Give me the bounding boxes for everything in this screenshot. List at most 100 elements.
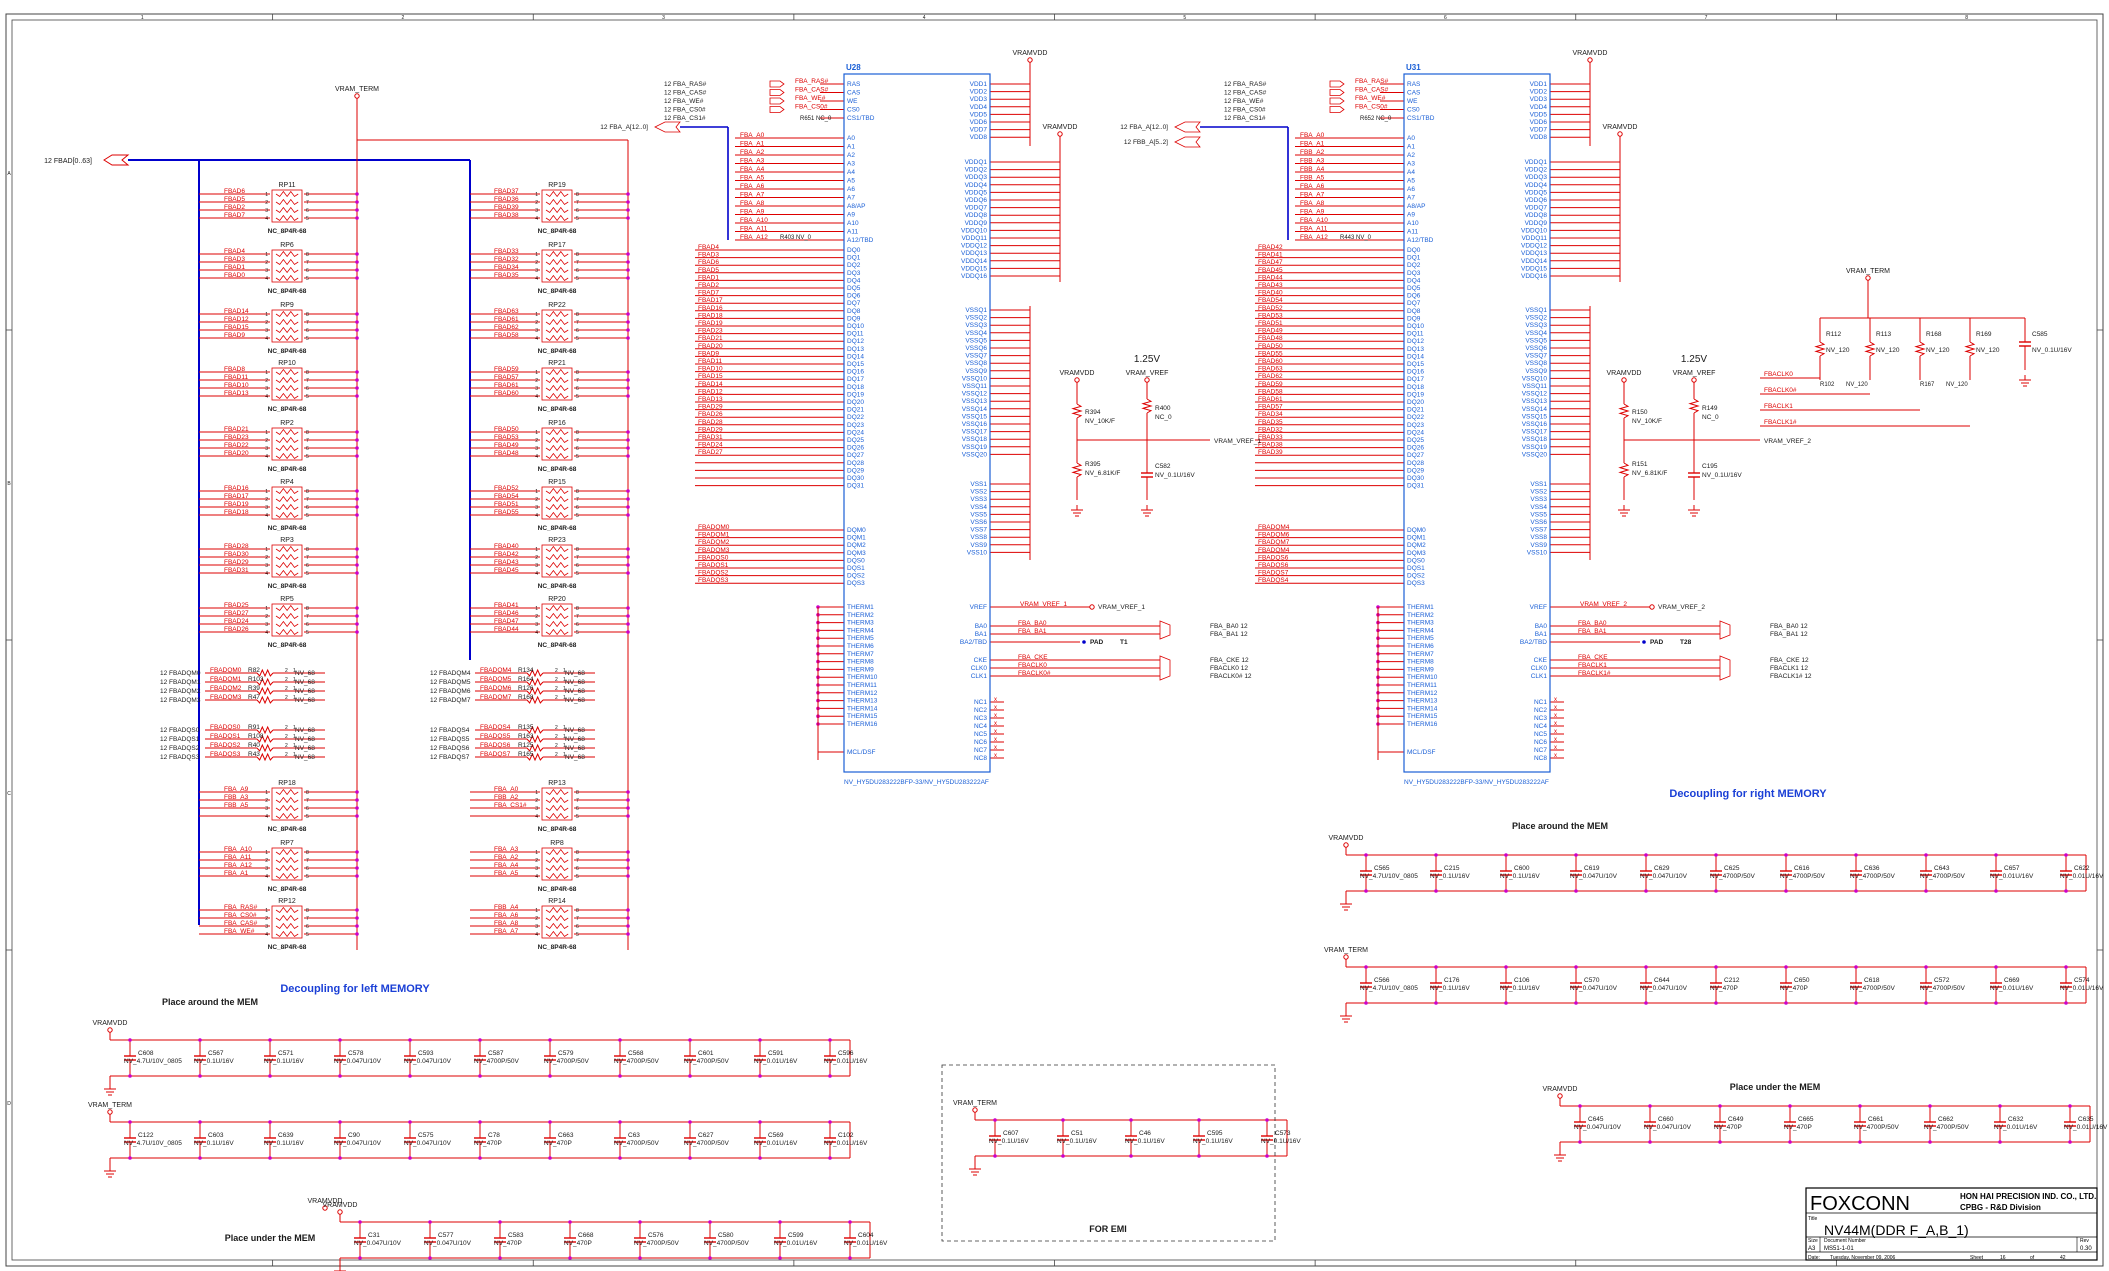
capacitor-ref: C661	[1868, 1116, 1884, 1123]
power-port-label: VRAMVDD	[1542, 1086, 1577, 1093]
chip-pin-label: NC2	[1534, 707, 1547, 714]
chip-pin-label: VDDQ2	[1525, 167, 1548, 174]
capacitor-value: NV_4700P/50V	[614, 1140, 659, 1147]
rpack-pin-number: 7	[576, 798, 579, 804]
rpack-resistor	[275, 428, 299, 436]
rpack-value: NC_8P4R-68	[538, 348, 577, 355]
net-label: FBADQM1	[698, 532, 730, 539]
section-subtitle: FOR EMI	[1089, 1224, 1127, 1234]
dram-chip-u31	[1329, 73, 1731, 773]
inner-border	[11, 19, 2098, 1261]
junction-dot	[626, 790, 630, 794]
chip-pin-label: NC8	[1534, 755, 1547, 762]
pin-number: 1	[563, 695, 566, 701]
rpack-resistor	[545, 620, 569, 628]
series-resistor	[256, 743, 274, 753]
division-name: CPBG - R&D Division	[1960, 1203, 2041, 1212]
chip-pin-label: A10	[847, 220, 859, 227]
junction-dot	[2064, 965, 2068, 969]
junction-dot	[1718, 1140, 1722, 1144]
rpack-resistor	[545, 545, 569, 553]
vref-divider-resistor	[1071, 403, 1083, 419]
rpack-body	[271, 189, 303, 223]
net-label: FBA_A4	[740, 166, 765, 173]
border-column-label: 6	[1444, 15, 1447, 21]
junction-dot	[355, 798, 359, 802]
pin-number: 2	[285, 668, 288, 674]
border-column-label: 8	[1965, 15, 1968, 21]
rpack-pin-number: 6	[576, 328, 579, 334]
net-label: FBA_CS0#	[795, 104, 828, 111]
resistor-ref: R82	[248, 667, 260, 674]
net-label: FBAD41	[494, 602, 519, 609]
resistor-ref: R47	[248, 694, 260, 701]
rpack-pin-number: 3	[265, 505, 268, 511]
rpack-pin-number: 1	[535, 606, 538, 612]
chip-pin-label: VSSQ19	[962, 444, 988, 451]
rpack-resistor	[275, 266, 299, 274]
junction-dot	[626, 438, 630, 442]
chip-pin-label: VSSQ15	[1522, 413, 1548, 420]
net-label: FBADQS1	[698, 562, 729, 569]
net-label: FBA_BA1	[1018, 628, 1047, 635]
junction-dot	[355, 916, 359, 920]
resistor-ref: R108	[248, 733, 264, 740]
chip-pin-label: VREF	[970, 604, 987, 611]
net-label: FBAD6	[224, 188, 245, 195]
rpack-pin-number: 1	[265, 370, 268, 376]
rpack-resistor	[545, 804, 569, 812]
rpack-pin-number: 5	[576, 454, 579, 460]
junction-dot	[1082, 640, 1086, 644]
net-label: FBAD26	[224, 626, 249, 633]
offpage-connector	[1159, 655, 1171, 681]
rpack-pin-number: 3	[535, 505, 538, 511]
junction-dot	[268, 1074, 272, 1078]
chip-pin-label: VSSQ9	[965, 368, 987, 375]
chip-pin-label: VSS4	[1530, 504, 1547, 511]
chip-pin-label: THERM4	[847, 627, 874, 634]
chip-pin-label: A6	[1407, 186, 1415, 193]
net-label: FBAD27	[224, 610, 249, 617]
junction-dot	[355, 336, 359, 340]
chip-pin-label: VDD4	[970, 104, 988, 111]
pin-number: 2	[285, 725, 288, 731]
junction-dot	[1129, 1154, 1133, 1158]
chip-pin-label: DQM0	[1407, 527, 1426, 534]
chip-pin-label: VDDQ12	[1521, 243, 1547, 250]
net-label: FBAD52	[494, 485, 519, 492]
series-input-label: 12 FBADQS0	[160, 727, 200, 734]
net-label: FBAD45	[494, 567, 519, 574]
rpack-value: NC_8P4R-68	[268, 886, 307, 893]
chip-pin-label: DQ13	[1407, 346, 1424, 353]
ctrl-input-label: 12 FBA_WE#	[664, 98, 704, 105]
chip-pin-label: DQM2	[847, 542, 866, 549]
bus-port	[1174, 121, 1201, 133]
chip-part-number: NV_HY5DU283222BFP-33/NV_HY5DU283222AF	[1404, 779, 1549, 786]
net-label: FBADQS3	[210, 751, 241, 758]
rpack-pin-number: 5	[576, 814, 579, 820]
junction-dot	[568, 1220, 572, 1224]
net-label: FBA_WE#	[795, 95, 826, 102]
rpack-resistor	[275, 620, 299, 628]
chip-pin-label: VSS3	[1530, 496, 1547, 503]
junction-dot	[1714, 1001, 1718, 1005]
capacitor-ref: C636	[1864, 865, 1880, 872]
rpack-pin-number: 6	[306, 446, 309, 452]
junction-dot	[355, 924, 359, 928]
chip-pin-label: THERM7	[847, 651, 874, 658]
rpack-pin-number: 7	[576, 378, 579, 384]
resistor-ref: R394	[1085, 409, 1101, 416]
net-label: FBAD29	[698, 404, 723, 411]
series-input-label: 12 FBADQS6	[430, 745, 470, 752]
series-resistor	[526, 752, 544, 762]
rpack-resistor	[545, 495, 569, 503]
resistor-ref: R151	[1632, 461, 1648, 468]
chip-pin-label: THERM14	[1407, 705, 1438, 712]
chip-pin-label: DQM0	[847, 527, 866, 534]
chip-pin-label: NC4	[1534, 723, 1547, 730]
rpack-pin-number: 5	[306, 571, 309, 577]
rpack-pin-number: 3	[265, 208, 268, 214]
net-label: FBAD9	[698, 350, 719, 357]
net-label: FBAD62	[1258, 373, 1283, 380]
resistor-value: NV_68	[565, 697, 585, 704]
